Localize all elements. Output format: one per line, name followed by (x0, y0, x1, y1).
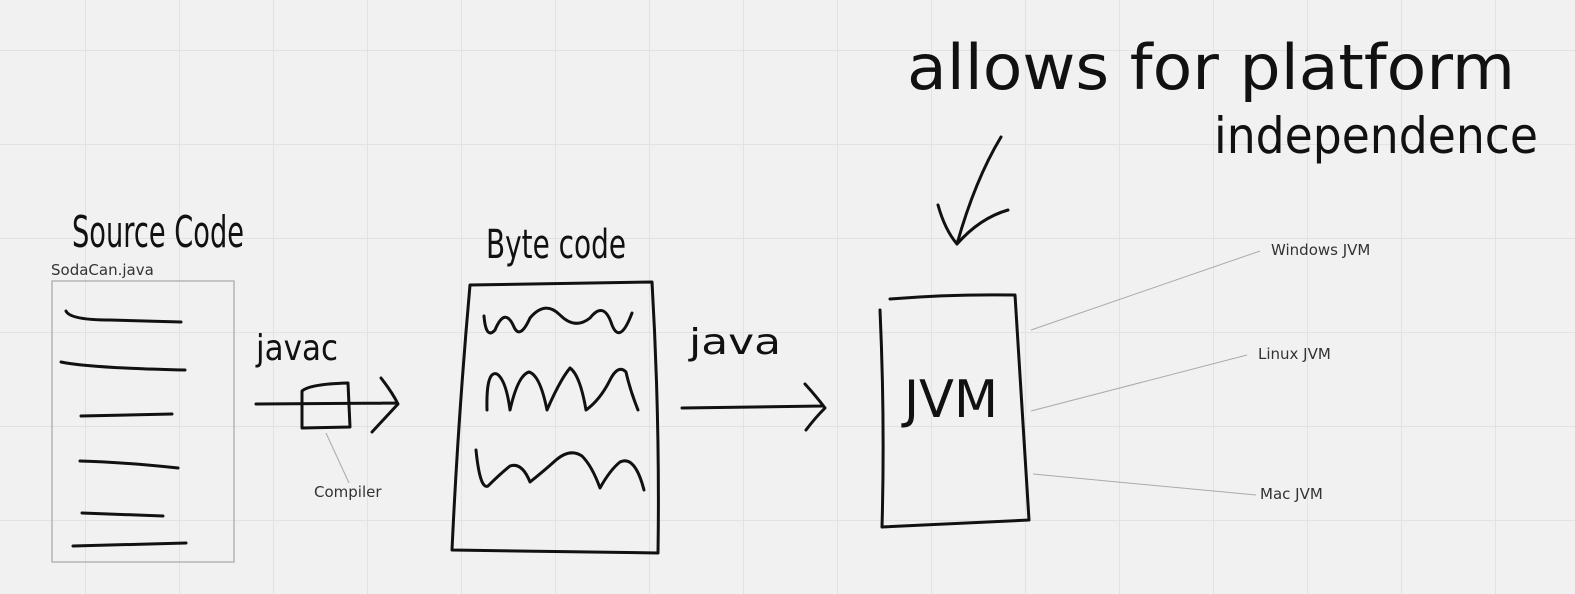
bytecode-heading: Byte code (486, 222, 626, 268)
mac-jvm-connector (1032, 473, 1257, 496)
java-label: java (688, 322, 781, 363)
windows-jvm-connector (1030, 250, 1261, 331)
platform-mac-jvm: Mac JVM (1260, 485, 1323, 503)
javac-arrow (254, 376, 400, 434)
bytecode-squiggles (474, 306, 646, 492)
note-line-2: independence (1214, 107, 1538, 165)
source-code-lines (59, 309, 188, 548)
source-code-heading: Source Code (72, 207, 244, 258)
platform-windows-jvm: Windows JVM (1271, 241, 1370, 259)
compiler-label: Compiler (314, 483, 382, 501)
note-line-1: allows for platform (907, 31, 1515, 104)
note-arrow (936, 135, 1010, 246)
compiler-box (300, 381, 352, 430)
compiler-leader (325, 432, 350, 484)
bytecode-box (450, 280, 660, 555)
jvm-box (878, 293, 1031, 529)
source-file-box (51, 280, 235, 563)
platform-linux-jvm: Linux JVM (1258, 345, 1331, 363)
linux-jvm-connector (1030, 354, 1248, 412)
javac-label: javac (255, 328, 338, 369)
java-arrow (680, 382, 827, 432)
jvm-label: JVM (901, 370, 998, 430)
source-filename: SodaCan.java (51, 261, 154, 279)
